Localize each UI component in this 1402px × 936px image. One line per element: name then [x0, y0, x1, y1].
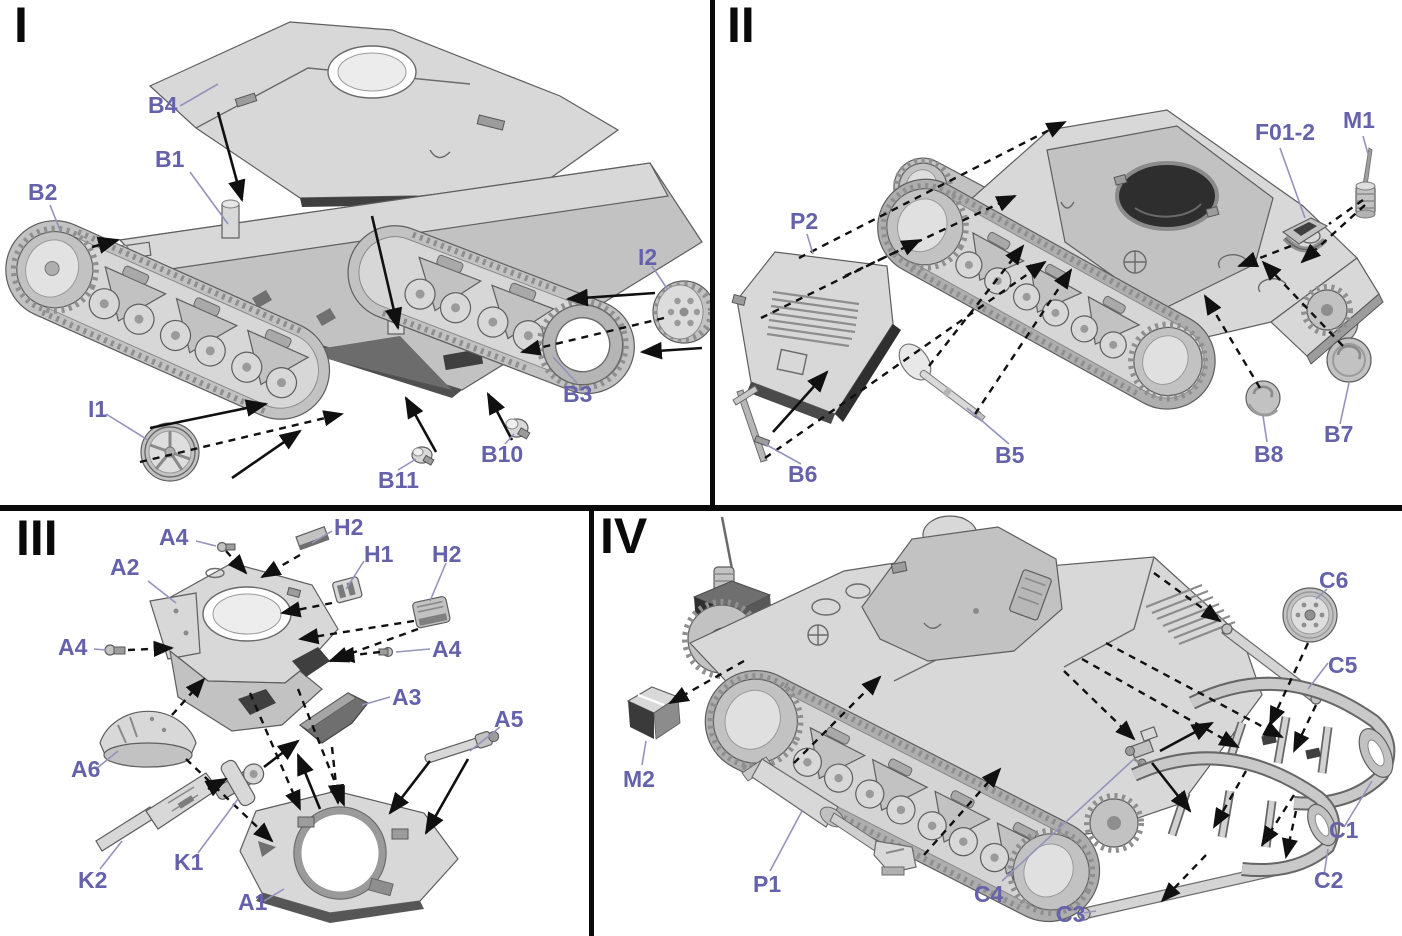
step-3-illustration: [93, 525, 501, 923]
part-c2-shape: [1131, 751, 1341, 878]
part-label-b5: B5: [995, 442, 1025, 468]
part-a3-shape: [298, 692, 369, 744]
part-a5-shape: [424, 731, 500, 764]
part-a6-shape: [99, 710, 197, 768]
part-label-h2-top: H2: [334, 514, 364, 540]
part-label-a1: A1: [238, 889, 268, 915]
part-label-b11: B11: [378, 467, 419, 493]
part-label-i2: I2: [638, 244, 658, 270]
part-b10-shape: [505, 418, 531, 440]
part-a4-right-shape: [378, 646, 394, 658]
part-b4-shape: [148, 21, 620, 207]
part-label-a4-top: A4: [159, 524, 189, 550]
step-1-numeral: I: [14, 0, 28, 53]
part-label-b10: B10: [481, 441, 524, 467]
part-b7-shape: [1326, 337, 1372, 383]
part-a4-top-shape: [216, 541, 236, 553]
step-1-panel: I B4 B1 B2 I2 B3 B10 B11 I1: [0, 0, 710, 505]
part-label-m2: M2: [623, 766, 655, 792]
part-label-a4-left: A4: [58, 634, 88, 660]
divider-vertical-bottom: [589, 511, 594, 936]
part-label-c6: C6: [1319, 567, 1349, 593]
part-label-b1: B1: [155, 146, 185, 172]
part-b11-shape: [411, 446, 435, 466]
step-4-leaders: [641, 588, 1373, 914]
part-label-b4: B4: [148, 92, 178, 118]
part-label-k2: K2: [78, 867, 108, 893]
part-b2-shape: [5, 220, 331, 420]
part-label-a4-right: A4: [432, 636, 462, 662]
step-2-leaders: [764, 135, 1369, 465]
part-label-a3: A3: [392, 684, 422, 710]
hull-assembly: [877, 109, 1384, 410]
step-3-panel: III A4 A2 A4 H2 H1 H2 A4 A3 A5 A6 K2 K1 …: [0, 511, 589, 936]
part-label-b7: B7: [1324, 421, 1354, 447]
part-a2-shape: [149, 562, 339, 732]
step-1-leaders: [49, 83, 669, 471]
part-label-h2-right: H2: [432, 541, 462, 567]
step-1-illustration: [5, 21, 710, 482]
step-4-panel: IV M2 P1 C4 C3 C6 C5 C1 C2: [594, 511, 1402, 936]
part-a1-shape: [239, 790, 459, 923]
part-a4-left-shape: [104, 644, 126, 656]
part-label-m1: M1: [1343, 107, 1375, 133]
step-3-numeral: III: [16, 510, 58, 566]
part-c6-shape: [1282, 587, 1338, 643]
step-2-panel: II P2 F01-2 M1 B6 B5 B8 B7: [715, 0, 1402, 505]
part-label-f01-2: F01-2: [1255, 119, 1316, 145]
part-b6-shape: [732, 385, 771, 463]
step-2-numeral: II: [727, 0, 755, 53]
part-i1-shape: [140, 422, 200, 482]
part-b8-shape: [1245, 380, 1281, 417]
part-label-p1: P1: [753, 871, 782, 897]
part-label-a5: A5: [494, 706, 524, 732]
part-m2-shape: [626, 686, 681, 740]
part-h2-right-shape: [412, 596, 451, 629]
divider-horizontal: [0, 505, 1402, 511]
turret: [861, 515, 1063, 662]
part-p1-shape: [741, 756, 917, 876]
part-k1-shape: [214, 759, 265, 807]
step-4-numeral: IV: [600, 508, 648, 564]
part-i2-shape: [652, 280, 710, 344]
part-label-b6: B6: [788, 461, 818, 487]
part-label-c4: C4: [974, 881, 1004, 907]
part-b3-shape: [347, 225, 635, 395]
part-label-k1: K1: [174, 849, 204, 875]
tank-assembly: [682, 515, 1263, 923]
step-2-connectors: [760, 120, 1366, 459]
part-p2-shape: [731, 251, 901, 424]
step-3-leaders: [93, 530, 501, 902]
step-4-illustration: [626, 515, 1396, 923]
part-label-b3: B3: [563, 381, 593, 407]
divider-vertical-top: [710, 0, 715, 505]
part-b5-shape: [898, 343, 986, 422]
step-4-connectors: [668, 572, 1318, 903]
part-label-i1: I1: [88, 396, 108, 422]
step-2-illustration: [731, 109, 1384, 465]
part-label-b2: B2: [28, 179, 58, 205]
part-label-b8: B8: [1254, 441, 1284, 467]
part-m1-shape: [1355, 147, 1376, 219]
part-label-a2: A2: [110, 554, 140, 580]
part-label-p2: P2: [790, 208, 819, 234]
part-h2-top-shape: [295, 525, 330, 551]
step-3-connectors: [127, 550, 470, 843]
part-label-h1: H1: [364, 541, 394, 567]
part-label-c1: C1: [1329, 817, 1359, 843]
part-h1-shape: [332, 576, 363, 604]
part-label-c2: C2: [1314, 867, 1344, 893]
part-label-a6: A6: [71, 756, 101, 782]
part-k2-shape: [95, 772, 219, 852]
part-label-c3: C3: [1056, 901, 1086, 927]
step-1-connectors: [91, 111, 703, 480]
part-label-c5: C5: [1328, 652, 1358, 678]
